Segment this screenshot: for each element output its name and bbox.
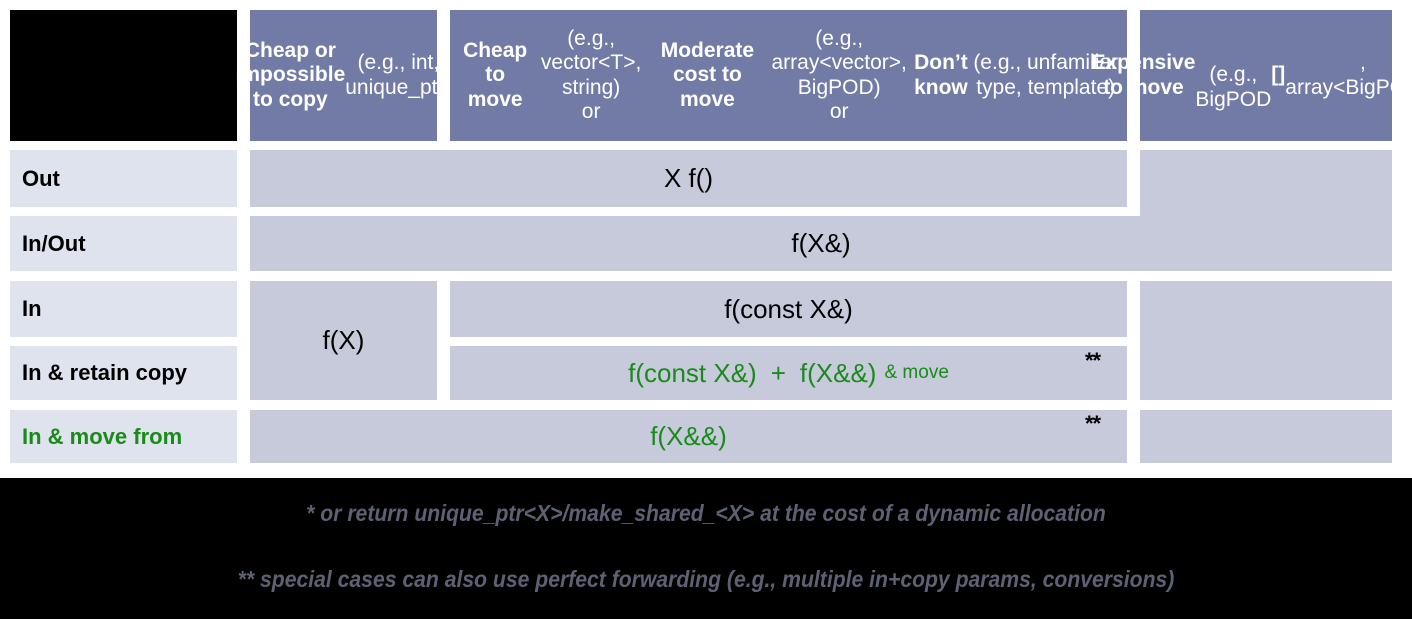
cell-in-expensive xyxy=(1140,281,1392,400)
cell-out-expensive xyxy=(1140,150,1392,220)
cell-move-from-expensive xyxy=(1140,410,1392,463)
footnote-single-star: * or return unique_ptr<X>/make_shared_<X… xyxy=(306,500,1106,526)
column-header-cheap-move: Cheap to move (e.g., vector<T>, string)o… xyxy=(450,10,1127,141)
column-header-cheap-copy: Cheap or impossible to copy (e.g., int, … xyxy=(236,10,451,141)
cell-in-main: f(const X&) xyxy=(450,281,1127,337)
cell-in-cheap-copy: f(X) xyxy=(250,281,437,400)
footnote-double-star: ** special cases can also use perfect fo… xyxy=(237,566,1175,592)
row-label-out: Out xyxy=(10,150,237,207)
cell-retain-copy-main: f(const X&) + f(X&&) & move xyxy=(450,346,1127,400)
table-corner-cell xyxy=(10,10,237,141)
cell-retain-copy-suffix: & move xyxy=(884,362,949,383)
row-label-in: In xyxy=(10,281,237,337)
row-label-retain-copy: In & retain copy xyxy=(10,346,237,400)
cell-inout-main: f(X&) xyxy=(250,216,1392,271)
cell-retain-copy-left: f(const X&) xyxy=(628,357,757,388)
cell-move-from-main: f(X&&) xyxy=(250,410,1127,463)
column-header-expensive-move: Expensive to move(e.g., BigPOD[],array<B… xyxy=(1092,10,1412,141)
cell-retain-copy-plus: + xyxy=(770,357,786,388)
table-plate: Cheap or impossible to copy (e.g., int, … xyxy=(0,0,1412,478)
cell-out-main: X f() xyxy=(250,150,1127,207)
row-label-move-from: In & move from xyxy=(10,410,237,463)
row-label-inout: In/Out xyxy=(10,216,237,271)
cell-retain-copy-right: f(X&&) xyxy=(799,357,877,388)
marker-retain-copy-stars: ** xyxy=(1085,348,1101,373)
marker-move-from-stars: ** xyxy=(1085,411,1101,436)
footnotes-band xyxy=(0,478,1412,619)
